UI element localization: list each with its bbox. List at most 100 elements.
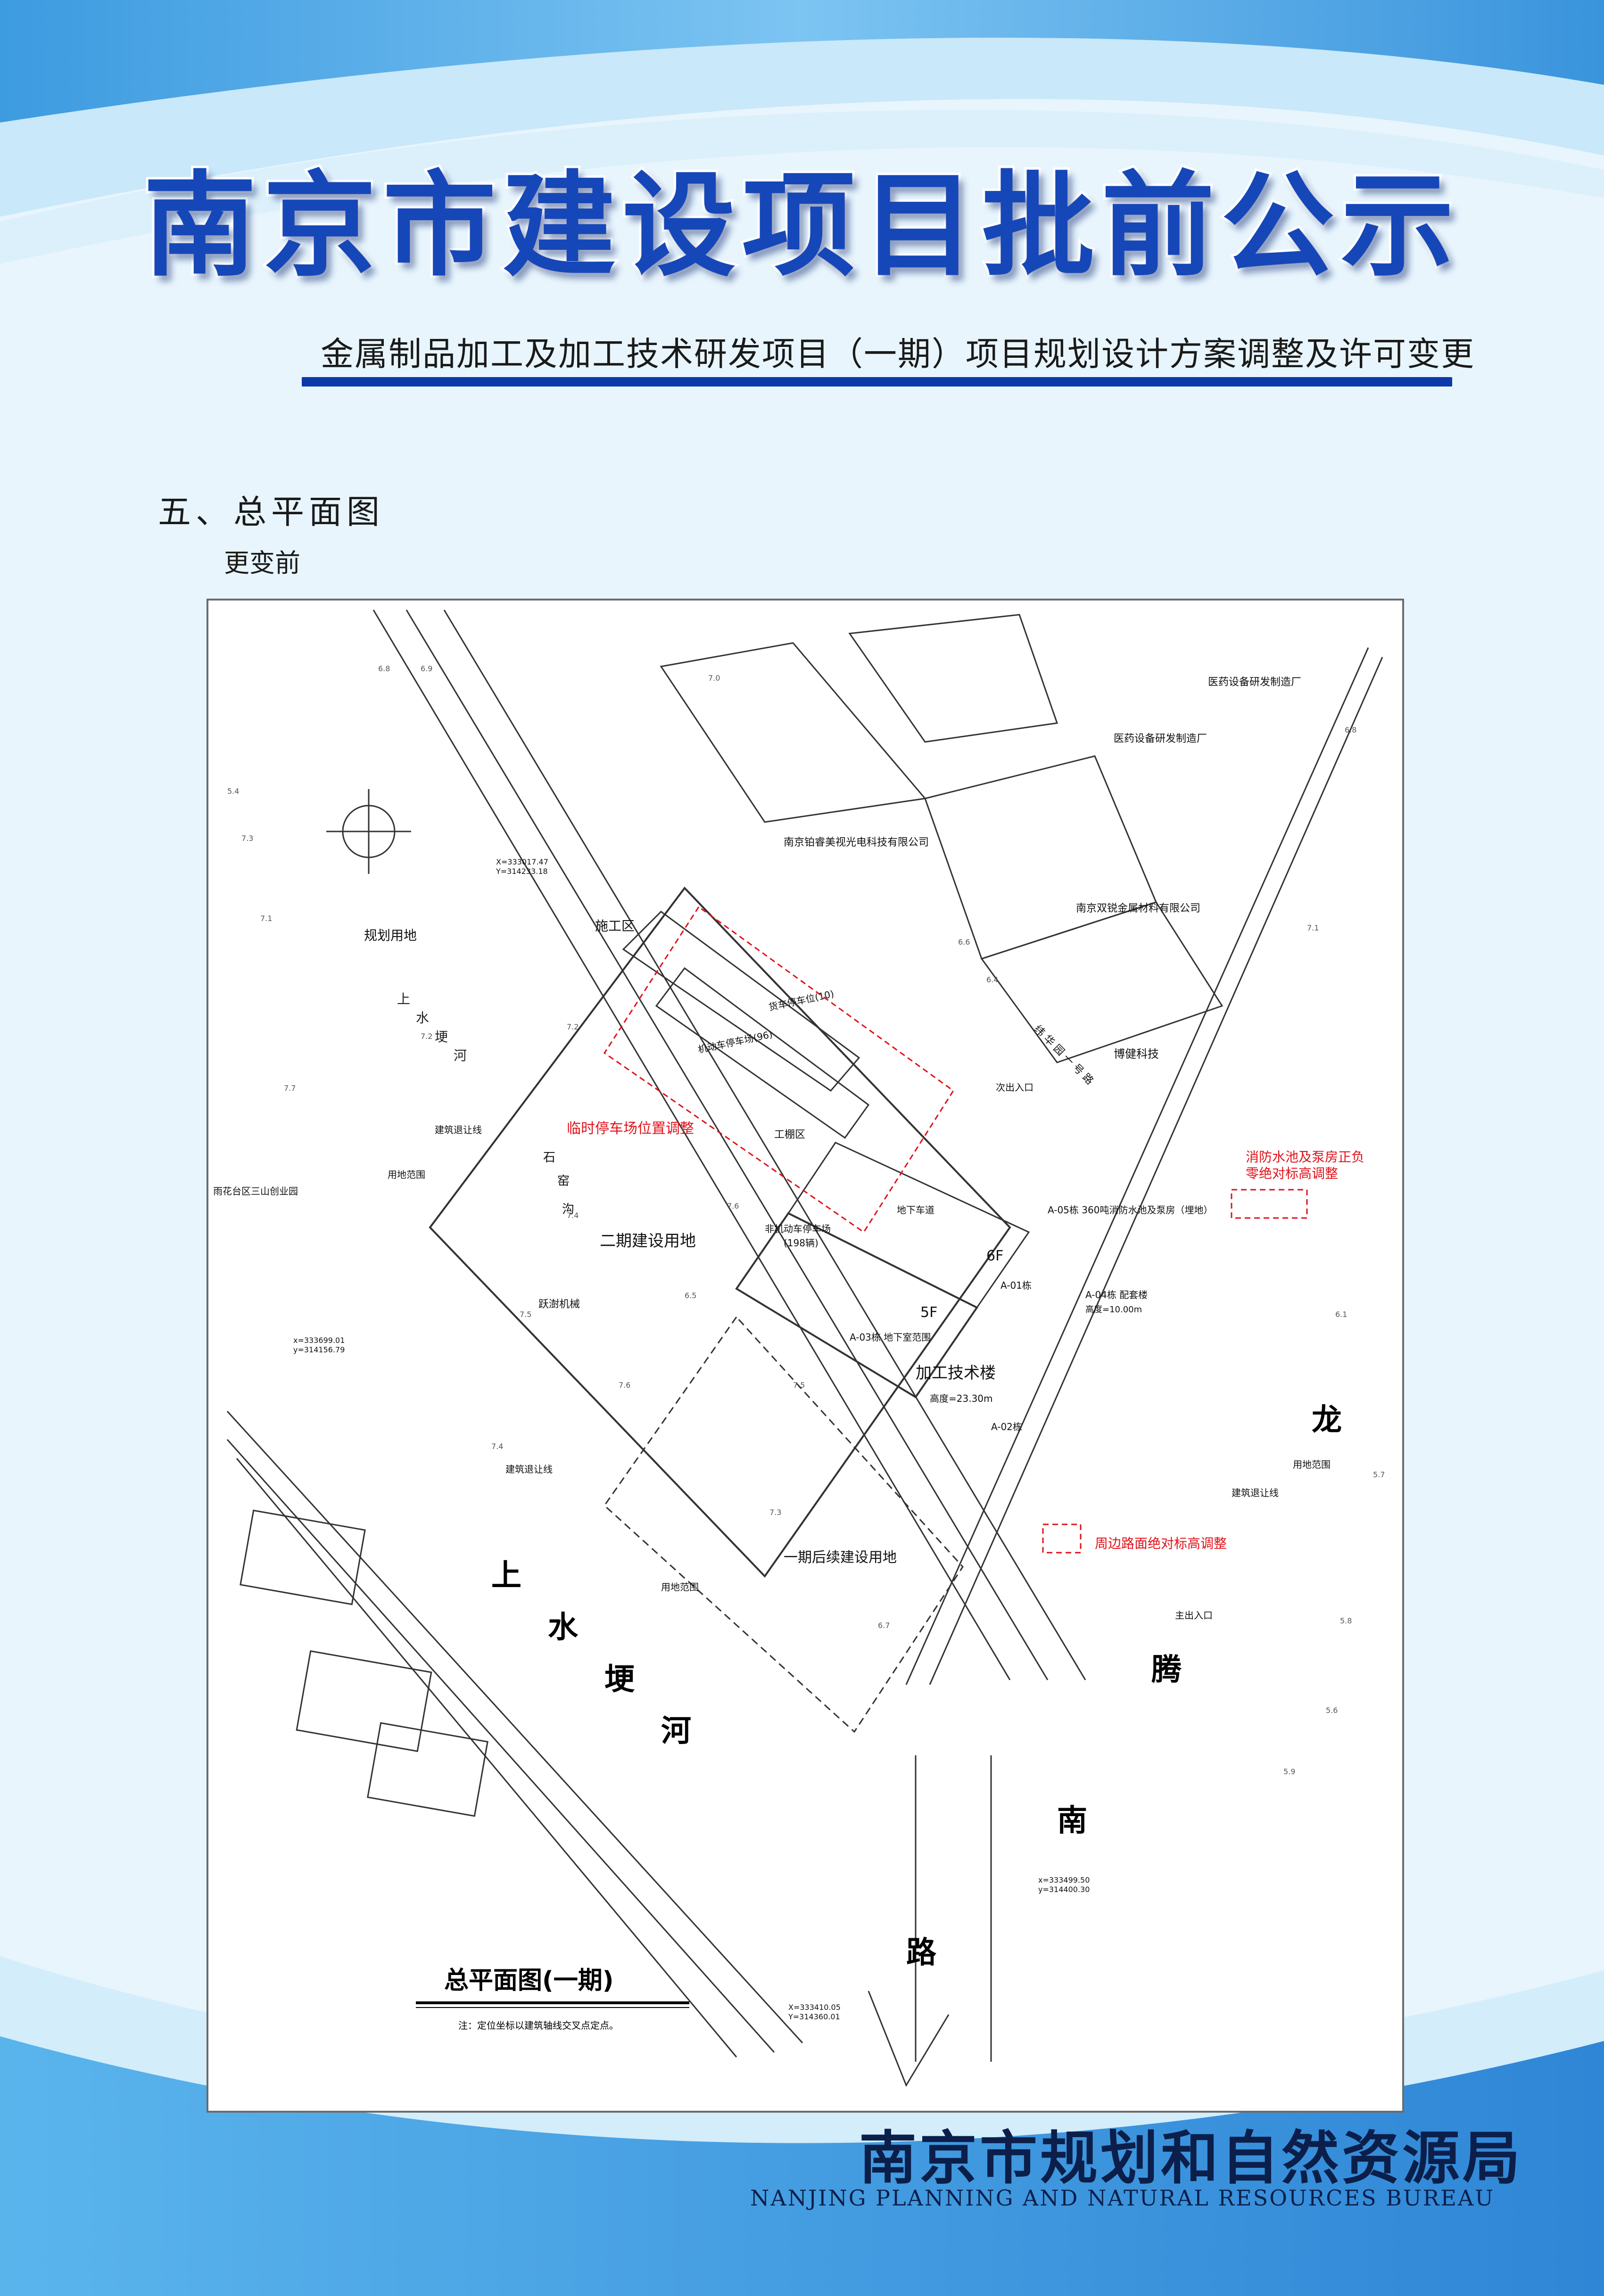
river-big-char: 水 (548, 1610, 579, 1645)
elevation-point: 7.6 (619, 1381, 630, 1390)
department-name-cn: 南京市规划和自然资源局 (859, 2124, 1523, 2192)
elevation-point: 7.5 (793, 1381, 805, 1390)
coord-label: y=314400.30 (1038, 1885, 1090, 1894)
page-headline: 南京市建设项目批前公示 (141, 156, 1461, 294)
label-ditch: 沟 (562, 1202, 574, 1217)
coord-label: Y=314360.01 (788, 2012, 840, 2021)
section-title: 五、总平面图 (158, 493, 384, 531)
annotation-road-adjust: 周边路面绝对标高调整 (1095, 1536, 1227, 1551)
elevation-point: 7.1 (260, 914, 272, 923)
label-main-building: 加工技术楼 (916, 1364, 996, 1383)
label-phase2-land: 二期建设用地 (600, 1232, 696, 1251)
elevation-point: 6.8 (1345, 725, 1356, 734)
label-a04: A-04栋 配套楼 (1085, 1289, 1148, 1300)
annotation-pool-1: 消防水池及泵房正负 (1246, 1149, 1364, 1165)
river-big-char: 上 (491, 1558, 521, 1593)
label-neighbor-5: 博健科技 (1114, 1047, 1159, 1061)
annotation-pool-2: 零绝对标高调整 (1246, 1166, 1338, 1181)
drawing-title: 总平面图(一期) (444, 1967, 614, 1995)
elevation-point: 7.5 (520, 1310, 531, 1319)
elevation-point: 6.4 (986, 975, 998, 984)
elevation-point: 6.9 (421, 664, 432, 673)
parking-adjust-box (603, 905, 955, 1234)
label-setback-1: 建筑退让线 (435, 1124, 482, 1136)
label-secondary-entrance: 次出入口 (996, 1082, 1034, 1093)
coord-label: x=333699.01 (293, 1336, 345, 1345)
river-big-char: 河 (661, 1714, 691, 1749)
site-plan-svg: 规划用地 施工区 工棚区 二期建设用地 一期后续建设用地 加工技术楼 高度=23… (213, 609, 1385, 2087)
site-plan-drawing: 规划用地 施工区 工棚区 二期建设用地 一期后续建设用地 加工技术楼 高度=23… (207, 599, 1404, 2113)
elevation-point: 6.5 (685, 1291, 696, 1300)
label-construction-area: 施工区 (595, 918, 635, 934)
river-small-char: 水 (416, 1010, 429, 1026)
coord-label: y=314156.79 (293, 1345, 345, 1354)
annotation-parking-move: 临时停车场位置调整 (567, 1120, 694, 1137)
elevation-point: 7.4 (491, 1442, 503, 1451)
label-boundary-1: 用地范围 (388, 1169, 425, 1180)
elevation-point: 7.7 (284, 1084, 296, 1093)
label-car-parking: 机动车停车场(96) (697, 1029, 774, 1055)
coord-label: X=333410.05 (788, 2003, 841, 2012)
label-underground-entry: 地下车道 (897, 1204, 934, 1216)
label-stone: 石 (543, 1151, 555, 1165)
title-underline (302, 377, 1452, 387)
label-bike-parking: 非机动车停车场 (765, 1223, 831, 1234)
road-char: 龙 (1312, 1403, 1342, 1438)
label-a01: A-01栋 (1000, 1280, 1032, 1291)
section-subtitle: 更变前 (224, 548, 300, 578)
coord-label: Y=314233.18 (496, 867, 548, 876)
elevation-point: 5.7 (1373, 1470, 1385, 1479)
elevation-point: 7.3 (241, 834, 253, 843)
label-neighbor-3: 南京铂睿美视光电科技有限公司 (784, 837, 929, 848)
road-char: 路 (906, 1935, 937, 1970)
label-a04-height: 高度=10.00m (1085, 1305, 1142, 1315)
river-small-char: 上 (397, 991, 410, 1007)
label-neighbor-7: 跃澍机械 (538, 1299, 580, 1310)
label-neighbor-1: 医药设备研发制造厂 (1208, 676, 1301, 688)
label-boundary-2: 用地范围 (661, 1581, 699, 1593)
elevation-point: 7.1 (1307, 923, 1319, 932)
label-5f: 5F (920, 1304, 937, 1321)
label-a03: A-03栋 地下室范围 (850, 1332, 931, 1343)
coord-label: x=333499.50 (1038, 1876, 1090, 1885)
drawing-note: 注：定位坐标以建筑轴线交叉点定点。 (458, 2020, 619, 2031)
project-title: 金属制品加工及加工技术研发项目（一期）项目规划设计方案调整及许可变更 (321, 335, 1475, 373)
elevation-point: 5.8 (1340, 1616, 1352, 1625)
label-planned-land: 规划用地 (364, 928, 417, 943)
elevation-point: 5.6 (1326, 1706, 1338, 1715)
road-line (372, 609, 1011, 1680)
elevation-point: 7.4 (567, 1211, 579, 1220)
label-work-area: 工棚区 (774, 1129, 805, 1141)
label-kiln: 窑 (557, 1174, 570, 1188)
label-a05: A-05栋 360吨消防水池及泵房（埋地） (1048, 1204, 1213, 1216)
label-neighbor-4: 南京双锐金属材料有限公司 (1076, 903, 1200, 914)
department-name-en: NANJING PLANNING AND NATURAL RESOURCES B… (750, 2185, 1495, 2211)
label-setback-2: 建筑退让线 (505, 1464, 553, 1475)
elevation-point: 5.4 (227, 787, 239, 796)
elevation-point: 7.2 (421, 1032, 432, 1041)
label-bike-count: (198辆) (784, 1237, 819, 1249)
elevation-point: 6.7 (878, 1621, 890, 1630)
label-6f: 6F (986, 1248, 1003, 1264)
elevation-point: 7.6 (727, 1201, 739, 1210)
river-small-char: 埂 (435, 1029, 448, 1045)
label-phase1-follow: 一期后续建设用地 (784, 1549, 897, 1566)
elevation-point: 6.6 (958, 938, 970, 946)
elevation-point: 7.0 (708, 674, 720, 683)
elevation-point: 5.9 (1283, 1767, 1295, 1776)
label-a02: A-02栋 (991, 1421, 1022, 1432)
road-char: 南 (1057, 1803, 1087, 1838)
label-neighbor-2: 医药设备研发制造厂 (1114, 733, 1207, 745)
elevation-point: 7.3 (769, 1508, 781, 1517)
label-main-entrance: 主出入口 (1175, 1610, 1213, 1621)
river-small-char: 河 (454, 1048, 467, 1063)
elevation-point: 6.1 (1335, 1310, 1347, 1319)
label-setback-3: 建筑退让线 (1232, 1487, 1279, 1498)
elevation-point: 7.2 (567, 1022, 579, 1031)
road-char: 腾 (1151, 1653, 1182, 1687)
river-big-char: 埂 (604, 1662, 635, 1697)
coord-label: X=333017.47 (496, 857, 548, 866)
elevation-point: 6.8 (378, 664, 390, 673)
label-neighbor-6: 雨花台区三山创业园 (213, 1185, 298, 1197)
label-boundary-3: 用地范围 (1293, 1459, 1331, 1470)
